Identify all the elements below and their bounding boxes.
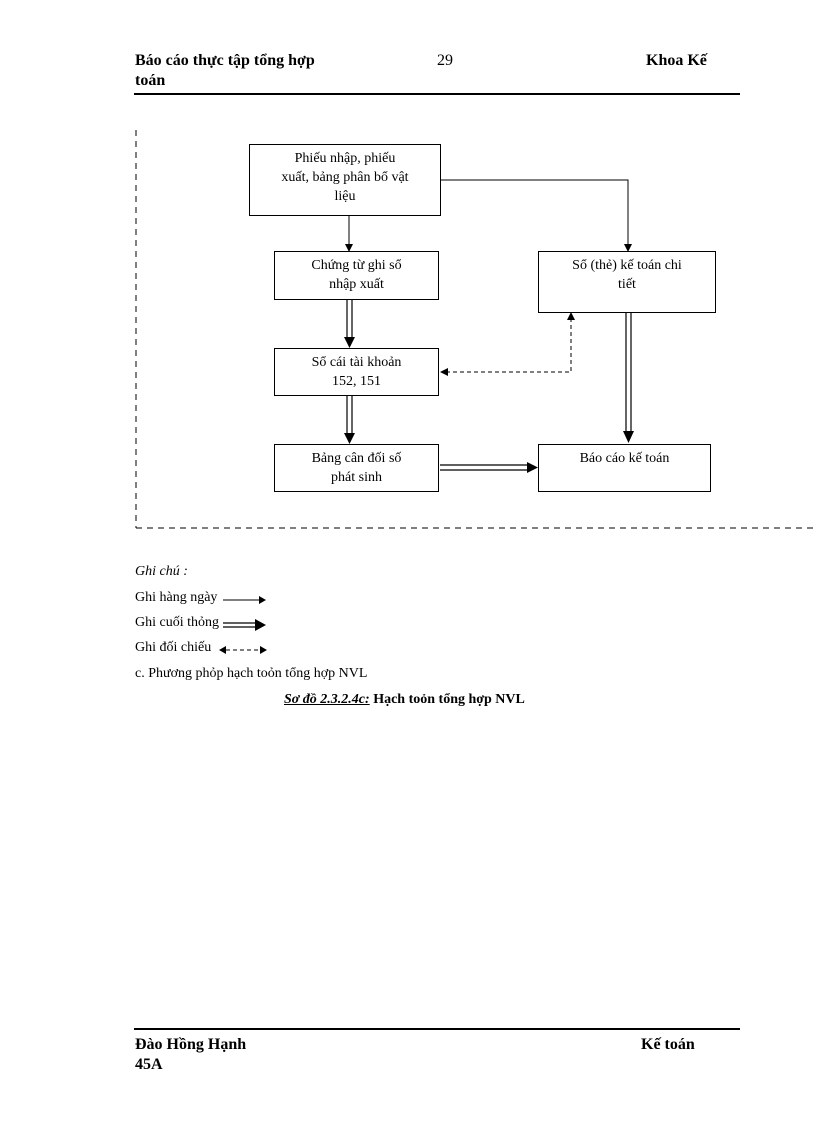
box-voucher-line2: nhập xuất	[329, 277, 384, 292]
footer-author-line1: Đào Hồng Hạnh	[135, 1036, 247, 1053]
box-source-documents: Phiếu nhập, phiếu xuất, bảng phân bổ vật…	[249, 144, 441, 216]
caption-label: Sơ đồ 2.3.2.4c:	[284, 692, 370, 707]
box-source-line1: Phiếu nhập, phiếu	[294, 151, 396, 166]
legend-end-period-label: Ghi cuối thỏng	[135, 615, 219, 630]
box-detail-line2: tiết	[618, 277, 636, 292]
diagram-caption: Sơ đồ 2.3.2.4c: Hạch toỏn tổng hợp NVL	[284, 691, 525, 709]
arrow-detail-to-report-head	[623, 431, 634, 443]
footer-author-line2: 45A	[135, 1056, 163, 1073]
legend-reconcile-arrow	[218, 645, 267, 654]
flowchart-connectors	[135, 130, 816, 529]
legend-daily-arrow	[222, 595, 266, 604]
box-report-label: Báo cáo kế toán	[579, 451, 670, 466]
legend-daily: Ghi hàng ngày	[135, 589, 266, 607]
legend-daily-label: Ghi hàng ngày	[135, 590, 218, 605]
legend-heading: Ghi chú :	[135, 564, 188, 579]
caption-text: Hạch toỏn tổng hợp NVL	[369, 692, 525, 707]
box-trial-balance: Bảng cân đối số phát sinh	[274, 444, 439, 492]
arrow-ledger-to-balance-head	[344, 433, 355, 444]
legend-end-period: Ghi cuối thỏng	[135, 614, 267, 632]
box-voucher-record: Chứng từ ghi sổ nhập xuất	[274, 251, 439, 300]
box-voucher-line1: Chứng từ ghi sổ	[311, 258, 402, 273]
box-source-line3: liệu	[334, 189, 356, 204]
page-number: 29	[437, 52, 453, 69]
box-balance-line1: Bảng cân đối số	[311, 451, 402, 466]
header-title-line2: toán	[135, 72, 166, 89]
legend-reconcile: Ghi đối chiếu	[135, 639, 267, 657]
box-ledger-line2: 152, 151	[332, 374, 381, 389]
arrow-balance-to-report-head	[527, 462, 538, 473]
arrow-voucher-to-ledger-head	[344, 337, 355, 348]
footer-author: Đào Hồng Hạnh 45A	[135, 1035, 246, 1075]
box-general-ledger: Sổ cái tài khoản 152, 151	[274, 348, 439, 396]
legend-reconcile-label: Ghi đối chiếu	[135, 640, 212, 655]
box-detail-ledger: Sổ (thẻ) kế toán chi tiết	[538, 251, 716, 313]
reconcile-head-up	[567, 312, 575, 320]
footer-major: Kế toán	[641, 1036, 695, 1053]
header-rule	[134, 93, 740, 95]
arrow-reconcile-ledger-detail	[444, 318, 572, 373]
reconcile-head-left	[440, 368, 448, 376]
legend-end-period-arrow	[222, 618, 266, 631]
box-detail-line1: Sổ (thẻ) kế toán chi	[572, 258, 682, 273]
box-source-line2: xuất, bảng phân bổ vật	[281, 170, 409, 185]
arrow-source-to-detail	[441, 179, 632, 252]
header-title: Báo cáo thực tập tổng hợp toán	[135, 51, 315, 91]
box-accounting-report: Báo cáo kế toán	[538, 444, 711, 492]
section-text: c. Phương phỏp hạch toỏn tổng hợp NVL	[135, 666, 368, 681]
header-title-line1: Báo cáo thực tập tổng hợp	[135, 52, 315, 69]
header-department: Khoa Kế	[646, 52, 707, 69]
footer-rule	[134, 1028, 740, 1030]
box-ledger-line1: Sổ cái tài khoản	[311, 355, 402, 370]
box-balance-line2: phát sinh	[331, 470, 382, 485]
